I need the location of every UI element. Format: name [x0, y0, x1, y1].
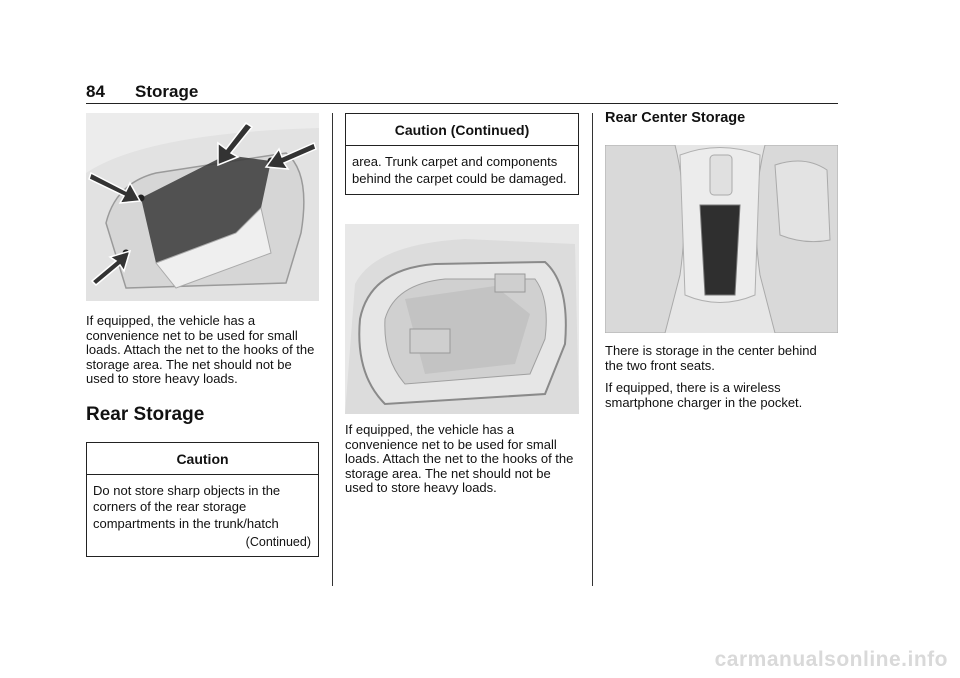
caution-title: Caution [87, 443, 318, 475]
rear-center-storage-para: There is storage in the center behind th… [605, 343, 817, 373]
caution-continued-box: Caution (Continued) area. Trunk carpet a… [345, 113, 579, 195]
column-divider [332, 113, 333, 586]
column-1: If equipped, the vehicle has a convenien… [86, 113, 319, 557]
column-divider [592, 113, 593, 586]
caution-continued-text: area. Trunk carpet and components behind… [352, 154, 567, 186]
caution-box: Caution Do not store sharp objects in th… [86, 441, 319, 557]
column-2: Caution (Continued) area. Trunk carpet a… [345, 113, 579, 496]
net-description-para: If equipped, the vehicle has a convenien… [86, 313, 315, 387]
wireless-charger-para: If equipped, there is a wireless smartph… [605, 380, 803, 410]
rear-net-description-para: If equipped, the vehicle has a convenien… [345, 422, 574, 496]
page-number: 84 [86, 82, 105, 101]
continued-label: (Continued) [245, 535, 311, 550]
page-section-title: Storage [135, 82, 199, 101]
rear-center-storage-illustration [605, 145, 838, 333]
rear-storage-heading: Rear Storage [86, 403, 205, 425]
column-3: Rear Center Storage There is storage in … [605, 110, 838, 410]
watermark: carmanualsonline.info [714, 648, 948, 671]
header-rule [86, 103, 838, 104]
rear-trunk-net-illustration [345, 224, 579, 414]
caution-text: Do not store sharp objects in the corner… [93, 482, 281, 531]
page-header: 84 Storage [86, 82, 838, 104]
caution-continued-title: Caution (Continued) [346, 114, 578, 146]
rear-center-storage-heading: Rear Center Storage [605, 110, 746, 126]
front-trunk-net-illustration [86, 113, 319, 301]
